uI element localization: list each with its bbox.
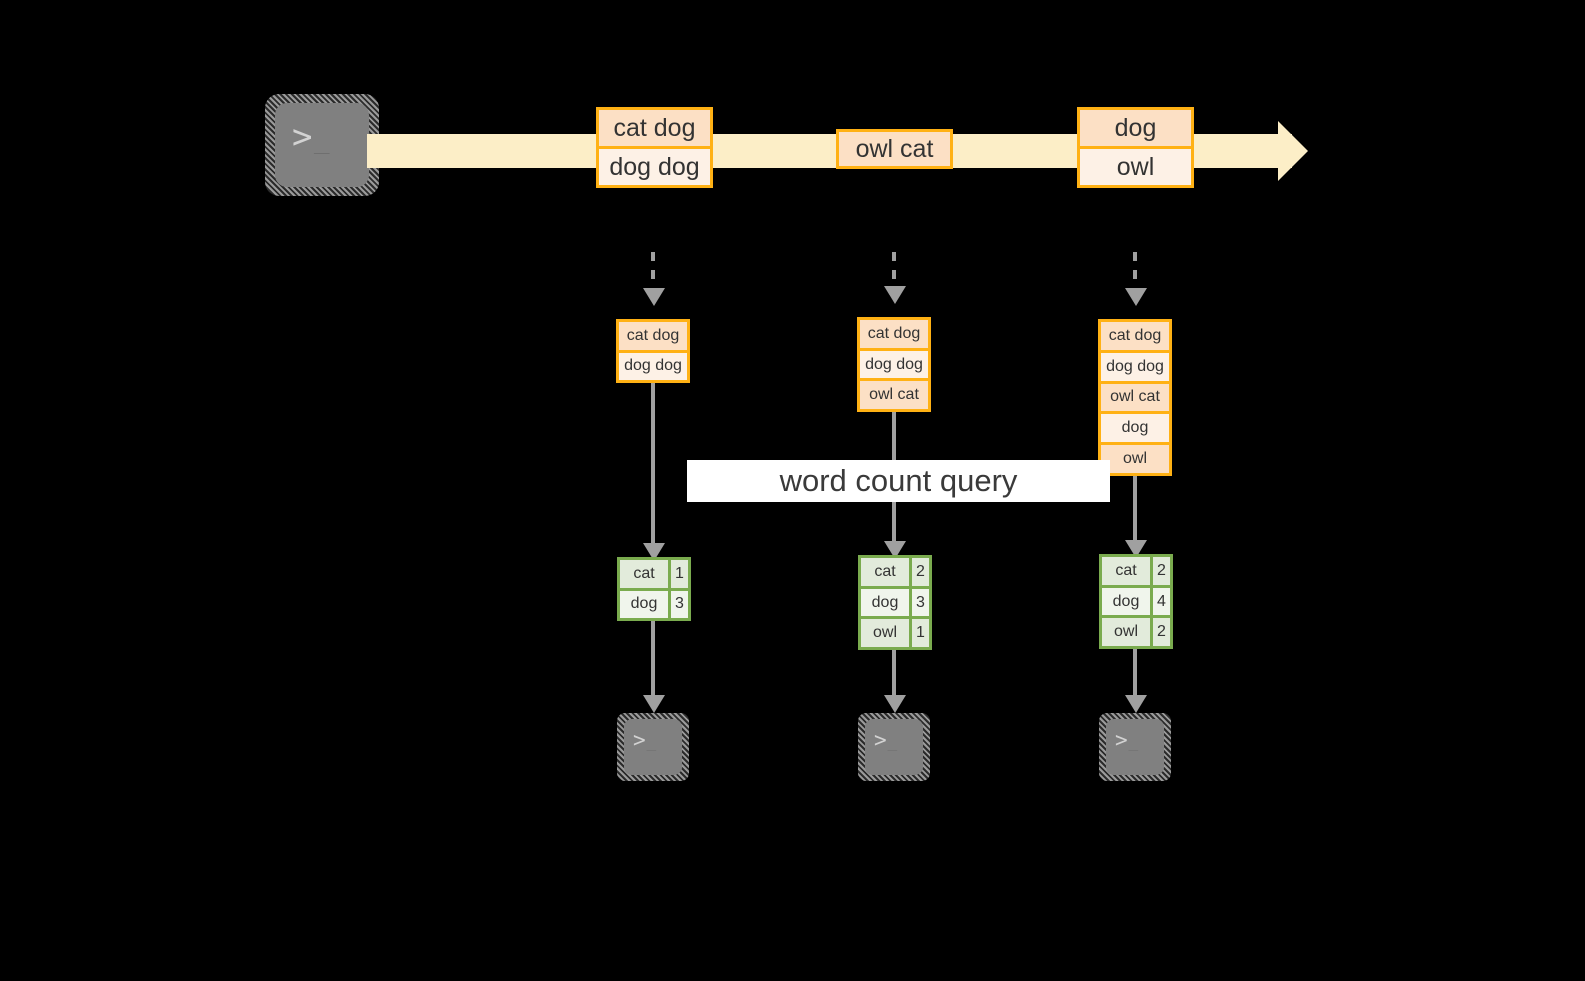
result-row: dog 3 (861, 585, 929, 617)
sink-connector-2 (892, 650, 896, 699)
terminal-prompt-glyph: >_ (292, 120, 331, 154)
message-line: cat dog (599, 110, 710, 146)
trigger-connector-1 (651, 252, 655, 290)
sink-connector-1 (651, 621, 655, 699)
result-value: 1 (909, 619, 929, 648)
source-terminal-icon: >_ (265, 94, 379, 196)
result-row: cat 2 (861, 558, 929, 586)
stream-message-2[interactable]: owl cat (836, 129, 953, 169)
message-line: dog dog (599, 146, 710, 185)
result-row: cat 1 (620, 560, 688, 588)
terminal-chevron: > (633, 728, 647, 752)
snapshot-row: owl cat (1101, 380, 1169, 412)
result-key: owl (861, 619, 909, 648)
terminal-prompt-glyph: >_ (633, 730, 657, 751)
terminal-prompt-glyph: >_ (1115, 730, 1139, 751)
result-row: dog 3 (620, 587, 688, 618)
query-connector-1-arrowhead (643, 543, 665, 561)
result-value: 2 (1150, 557, 1170, 585)
result-table-1[interactable]: cat 1 dog 3 (617, 557, 691, 621)
snapshot-row: dog dog (860, 347, 928, 379)
message-line: owl cat (839, 132, 950, 166)
snapshot-row: owl (1101, 442, 1169, 473)
snapshot-row: owl cat (860, 378, 928, 410)
sink-connector-2-arrowhead (884, 695, 906, 713)
result-key: dog (861, 588, 909, 617)
query-connector-3 (1133, 476, 1137, 544)
snapshot-table-2[interactable]: cat dog dog dog owl cat (857, 317, 931, 412)
stream-message-1[interactable]: cat dog dog dog (596, 107, 713, 188)
terminal-chevron: > (292, 117, 314, 157)
result-key: dog (620, 590, 668, 618)
result-row: owl 1 (861, 616, 929, 648)
result-value: 3 (668, 590, 688, 618)
terminal-cursor: _ (646, 732, 657, 751)
sink-connector-3-arrowhead (1125, 695, 1147, 713)
result-value: 2 (1150, 618, 1170, 647)
result-value: 3 (909, 588, 929, 617)
terminal-chevron: > (1115, 728, 1129, 752)
sink-connector-3 (1133, 649, 1137, 699)
result-table-3[interactable]: cat 2 dog 4 owl 2 (1099, 554, 1173, 649)
result-value: 2 (909, 558, 929, 586)
snapshot-row: dog (1101, 411, 1169, 443)
result-row: owl 2 (1102, 615, 1170, 647)
sink-terminal-icon-1: >_ (617, 713, 689, 781)
sink-terminal-icon-3: >_ (1099, 713, 1171, 781)
result-key: cat (861, 558, 909, 586)
terminal-chevron: > (874, 728, 888, 752)
message-line: dog (1080, 110, 1191, 146)
sink-connector-1-arrowhead (643, 695, 665, 713)
result-key: cat (620, 560, 668, 588)
query-connector-3-arrowhead (1125, 540, 1147, 558)
terminal-cursor: _ (887, 732, 898, 751)
trigger-connector-2 (892, 252, 896, 288)
result-key: cat (1102, 557, 1150, 585)
result-key: owl (1102, 618, 1150, 647)
trigger-connector-3-arrowhead (1125, 288, 1147, 306)
trigger-connector-1-arrowhead (643, 288, 665, 306)
snapshot-row: dog dog (1101, 349, 1169, 381)
snapshot-row: cat dog (619, 322, 687, 350)
result-row: dog 4 (1102, 584, 1170, 616)
result-key: dog (1102, 587, 1150, 616)
message-line: owl (1080, 146, 1191, 185)
snapshot-table-3[interactable]: cat dog dog dog owl cat dog owl (1098, 319, 1172, 476)
terminal-prompt-glyph: >_ (874, 730, 898, 751)
terminal-cursor: _ (313, 125, 331, 155)
stream-message-3[interactable]: dog owl (1077, 107, 1194, 188)
query-label: word count query (779, 463, 1018, 498)
sink-terminal-icon-2: >_ (858, 713, 930, 781)
result-table-2[interactable]: cat 2 dog 3 owl 1 (858, 555, 932, 650)
input-stream-arrow-head (1278, 121, 1308, 181)
result-value: 1 (668, 560, 688, 588)
terminal-cursor: _ (1128, 732, 1139, 751)
query-connector-2-arrowhead (884, 541, 906, 559)
trigger-connector-3 (1133, 252, 1137, 290)
result-value: 4 (1150, 587, 1170, 616)
snapshot-table-1[interactable]: cat dog dog dog (616, 319, 690, 383)
snapshot-row: cat dog (860, 320, 928, 348)
trigger-connector-2-arrowhead (884, 286, 906, 304)
snapshot-row: dog dog (619, 349, 687, 380)
result-row: cat 2 (1102, 557, 1170, 585)
snapshot-row: cat dog (1101, 322, 1169, 350)
query-label-band: word count query (687, 460, 1110, 502)
query-connector-1 (651, 383, 655, 547)
